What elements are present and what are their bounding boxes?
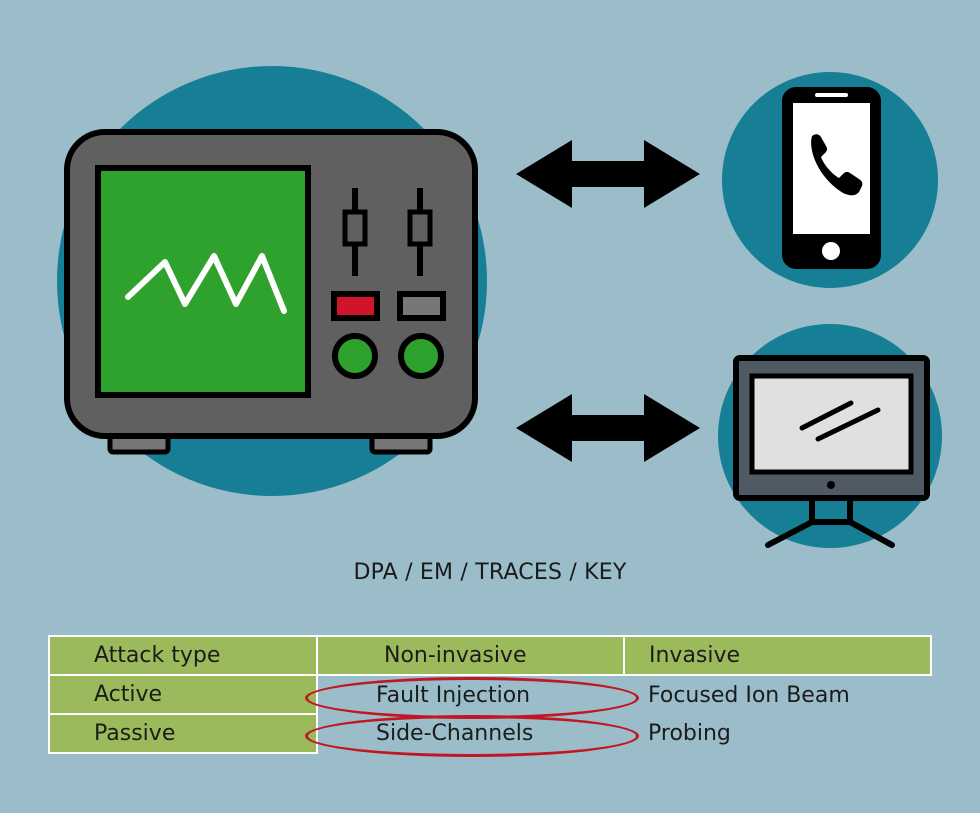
monitor-icon xyxy=(733,355,930,548)
double-arrow-icon xyxy=(516,394,700,462)
double-arrow-icon xyxy=(516,140,700,208)
cell-probing: Probing xyxy=(648,721,731,746)
header-cell-attack-type: Attack type xyxy=(48,635,318,676)
header-cell-non-invasive: Non-invasive xyxy=(316,635,625,676)
waveform-line xyxy=(125,253,287,314)
header-cell-invasive: Invasive xyxy=(623,635,932,676)
table-header-row: Attack type Non-invasive Invasive xyxy=(48,635,932,676)
row-label-passive: Passive xyxy=(48,713,318,754)
table-row: Passive Side-Channels Probing xyxy=(48,713,931,754)
cell-fault-injection: Fault Injection xyxy=(376,682,531,708)
cell-side-channels: Side-Channels xyxy=(376,721,534,746)
smartphone-icon xyxy=(782,87,881,269)
cell-focused-ion-beam: Focused Ion Beam xyxy=(648,682,850,708)
oscilloscope-icon xyxy=(64,129,478,455)
table-row: Active Fault Injection Focused Ion Beam xyxy=(48,674,931,715)
row-label-active: Active xyxy=(48,674,318,715)
attack-caption: DPA / EM / TRACES / KEY xyxy=(353,560,627,585)
phone-handset-icon xyxy=(811,134,863,196)
attack-type-table: Attack type Non-invasive Invasive Active… xyxy=(48,635,932,754)
